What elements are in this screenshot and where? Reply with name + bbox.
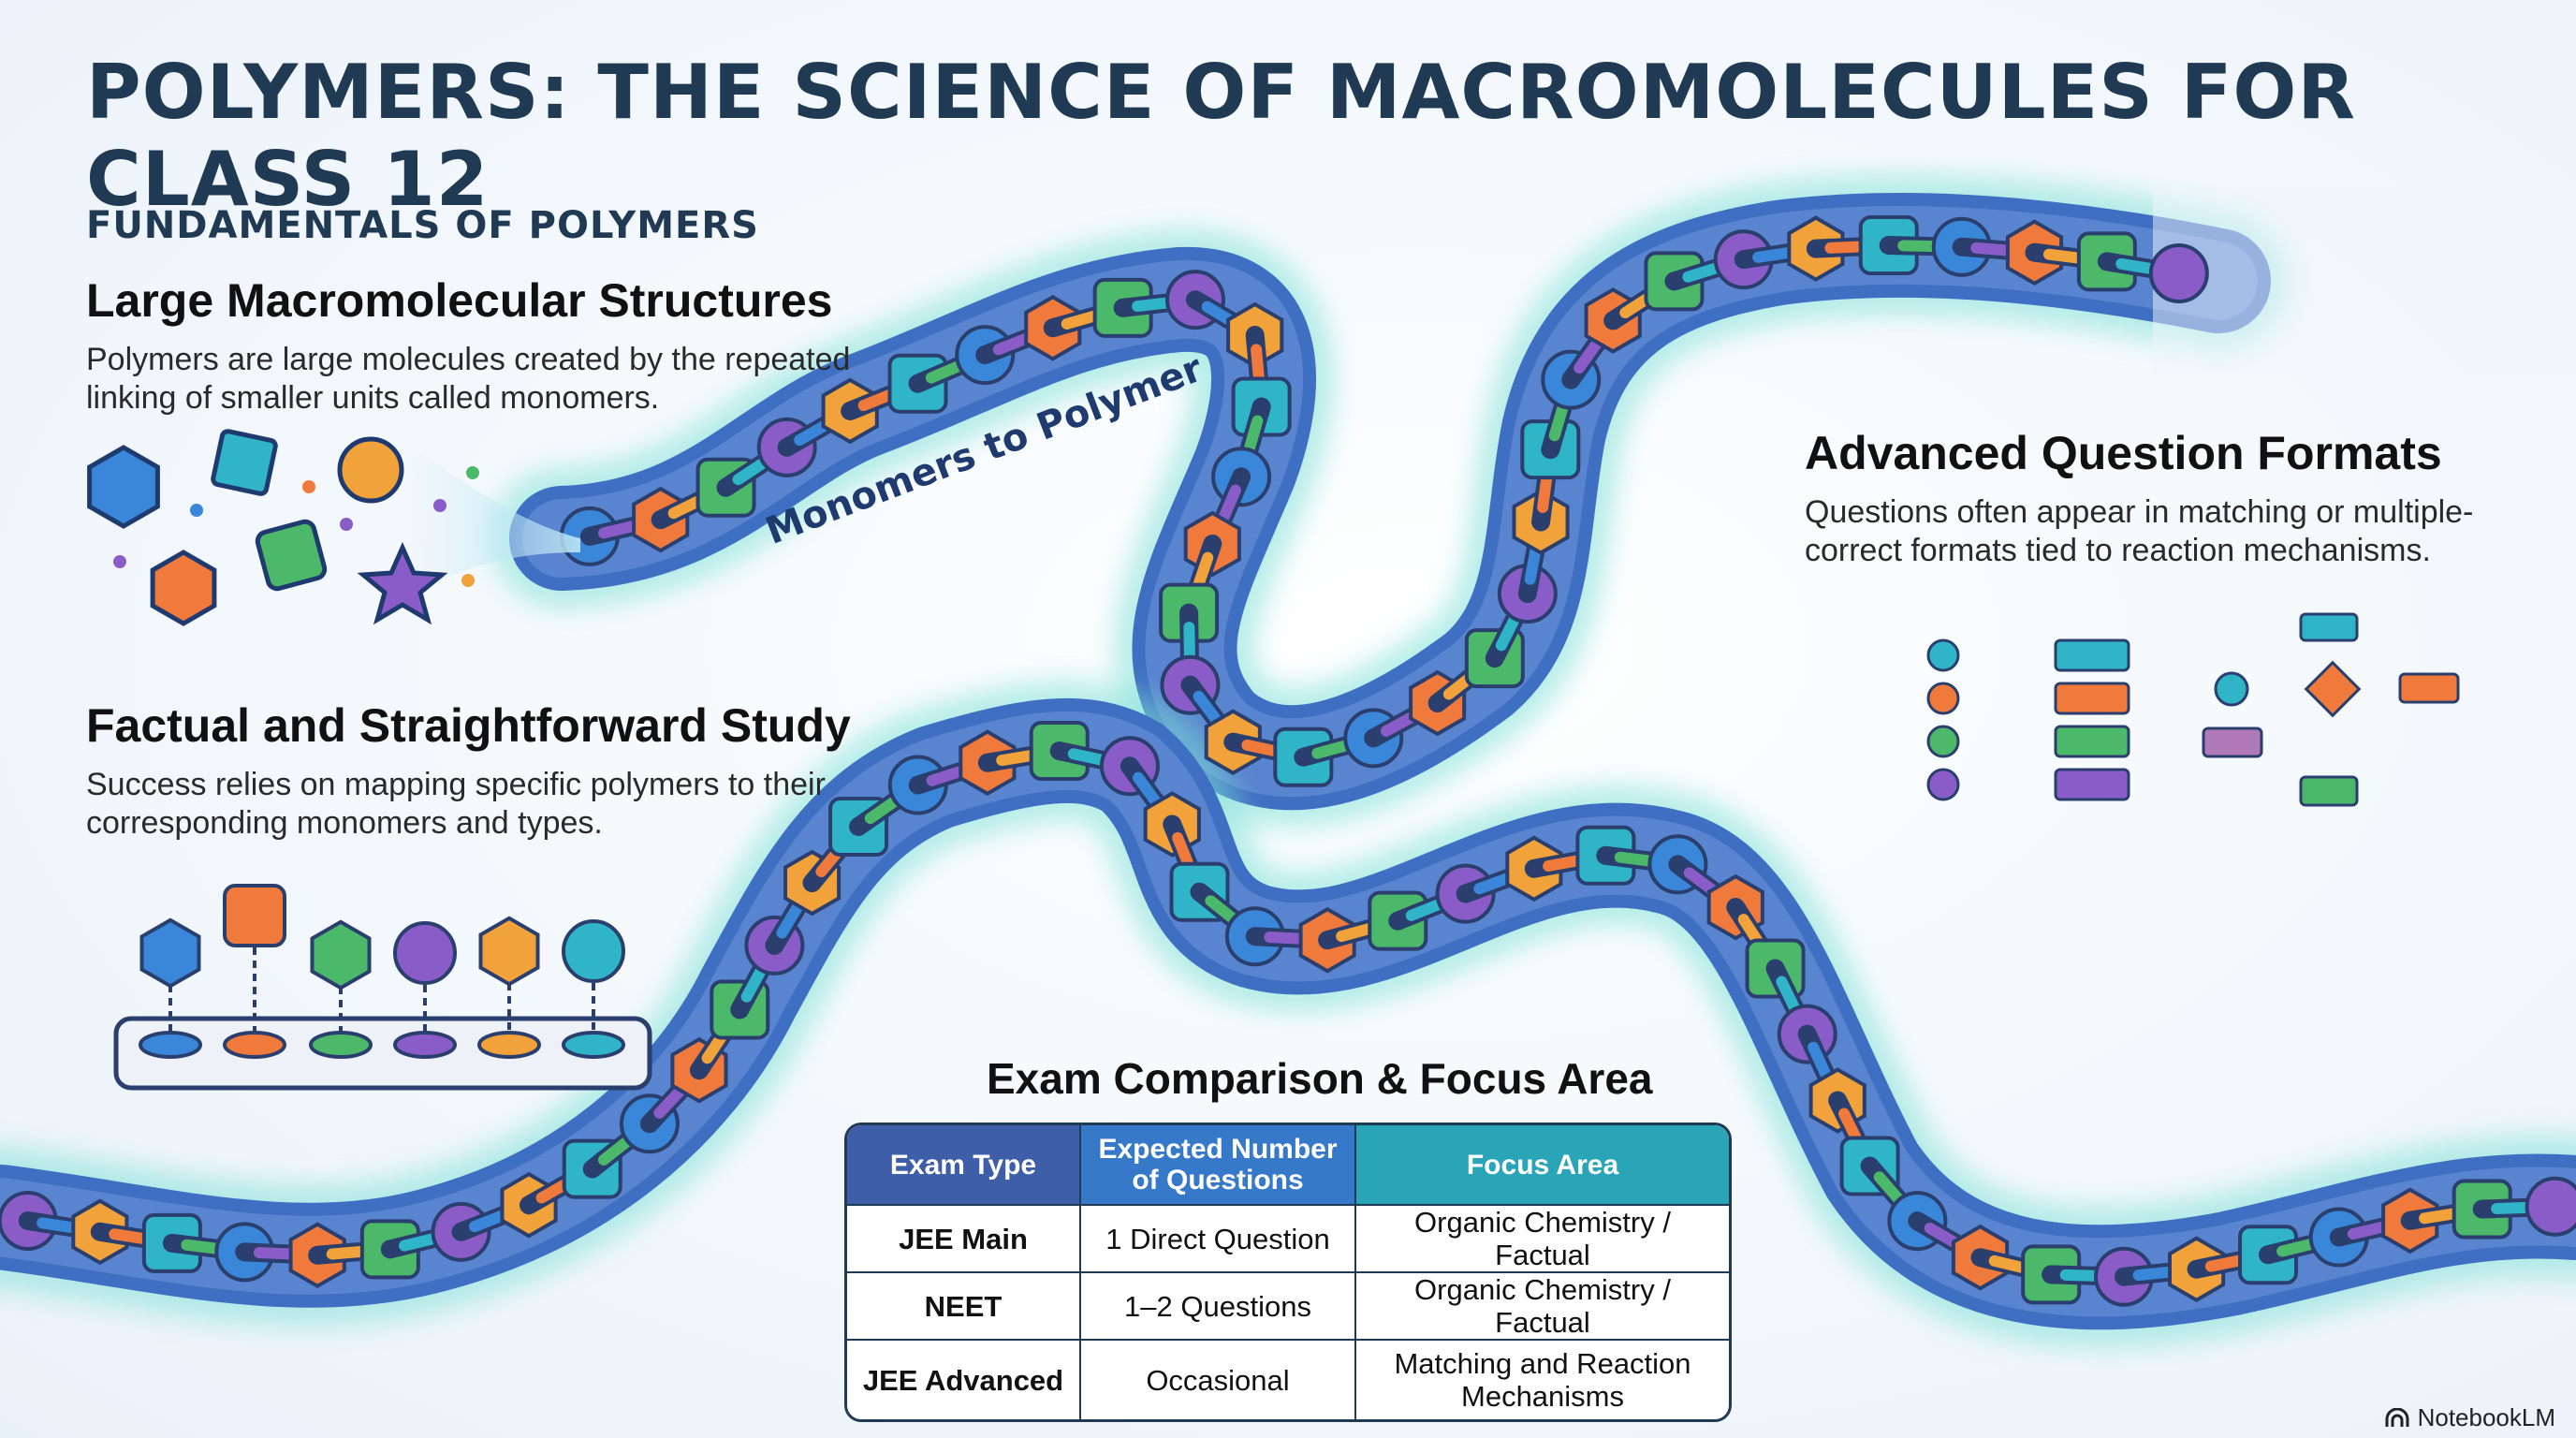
node-box-icon bbox=[2299, 775, 2359, 807]
large-structures-block: Large Macromolecular Structures Polymers… bbox=[86, 273, 854, 418]
particle-dot bbox=[113, 555, 126, 568]
ribbon-fade bbox=[2153, 187, 2576, 374]
header-exam-type: Exam Type bbox=[847, 1125, 1079, 1204]
factual-study-heading: Factual and Straightforward Study bbox=[86, 699, 851, 752]
large-structures-heading: Large Macromolecular Structures bbox=[86, 274, 833, 327]
option-bar-icon bbox=[2054, 725, 2130, 758]
circle-icon bbox=[562, 919, 625, 983]
socket-slot bbox=[223, 1031, 286, 1059]
table-header-row: Exam Type Expected Number of Questions F… bbox=[847, 1125, 1729, 1204]
table-row: NEET 1–2 Questions Organic Chemistry / F… bbox=[847, 1271, 1729, 1339]
brand-mark: NotebookLM bbox=[2384, 1403, 2555, 1432]
cell-questions: 1–2 Questions bbox=[1079, 1271, 1354, 1339]
hexagon-icon bbox=[150, 550, 217, 626]
diamond-icon bbox=[2304, 660, 2362, 718]
option-dot-icon bbox=[1926, 768, 1960, 801]
option-bar-icon bbox=[2054, 638, 2130, 672]
table-row: JEE Advanced Occasional Matching and Rea… bbox=[847, 1339, 1729, 1419]
option-dot-icon bbox=[1926, 638, 1960, 672]
socket-slot bbox=[393, 1031, 457, 1059]
header-focus-area: Focus Area bbox=[1354, 1125, 1729, 1204]
hexagon-icon bbox=[310, 919, 372, 990]
particle-dot bbox=[461, 574, 475, 587]
cell-focus: Organic Chemistry / Factual bbox=[1354, 1204, 1729, 1271]
circle-icon bbox=[337, 436, 404, 504]
advanced-formats-heading: Advanced Question Formats bbox=[1805, 427, 2442, 479]
cube-icon bbox=[223, 884, 286, 947]
table-row: JEE Main 1 Direct Question Organic Chemi… bbox=[847, 1204, 1729, 1271]
cell-exam: JEE Main bbox=[847, 1204, 1079, 1271]
brand-label: NotebookLM bbox=[2417, 1403, 2555, 1431]
hexagon-icon bbox=[87, 445, 160, 529]
socket-slot bbox=[477, 1031, 541, 1059]
node-box-icon bbox=[2202, 726, 2263, 758]
socket-slot bbox=[309, 1031, 373, 1059]
option-bar-icon bbox=[2054, 768, 2130, 801]
node-circle-icon bbox=[2214, 671, 2249, 707]
hexagon-icon bbox=[139, 917, 201, 989]
socket-slot bbox=[139, 1031, 202, 1059]
cube-icon bbox=[255, 519, 328, 592]
option-dot-icon bbox=[1926, 725, 1960, 758]
circle-icon bbox=[393, 921, 457, 985]
cell-questions: Occasional bbox=[1079, 1339, 1354, 1419]
particle-dot bbox=[302, 480, 315, 493]
large-structures-body: Polymers are large molecules created by … bbox=[86, 342, 851, 416]
hexagon-icon bbox=[478, 916, 540, 987]
cube-icon bbox=[211, 429, 278, 496]
node-box-icon bbox=[2299, 612, 2359, 642]
circle-icon bbox=[2148, 242, 2209, 303]
notebooklm-logo-icon bbox=[2385, 1407, 2409, 1427]
cell-exam: NEET bbox=[847, 1271, 1079, 1339]
particle-dot bbox=[190, 504, 203, 517]
monomer-stream bbox=[402, 440, 580, 599]
page-title: POLYMERS: THE SCIENCE OF MACROMOLECULES … bbox=[86, 49, 2356, 223]
table-title: Exam Comparison & Focus Area bbox=[987, 1054, 1653, 1103]
advanced-formats-block: Advanced Question Formats Questions ofte… bbox=[1805, 426, 2516, 570]
particle-dot bbox=[340, 518, 353, 531]
socket-slot bbox=[562, 1031, 625, 1059]
factual-study-block: Factual and Straightforward Study Succes… bbox=[86, 698, 854, 843]
option-dot-icon bbox=[1926, 682, 1960, 715]
option-bar-icon bbox=[2054, 682, 2130, 715]
factual-study-body: Success relies on mapping specific polym… bbox=[86, 767, 826, 841]
particle-dot bbox=[433, 499, 446, 512]
header-expected-questions: Expected Number of Questions bbox=[1079, 1125, 1354, 1204]
particle-dot bbox=[466, 466, 479, 479]
node-box-icon bbox=[2398, 672, 2460, 704]
advanced-formats-body: Questions often appear in matching or mu… bbox=[1805, 494, 2474, 568]
circle-icon bbox=[2525, 1176, 2576, 1237]
cell-focus: Organic Chemistry / Factual bbox=[1354, 1271, 1729, 1339]
exam-comparison-table: Exam Type Expected Number of Questions F… bbox=[844, 1123, 1732, 1422]
cell-focus: Matching and Reaction Mechanisms bbox=[1354, 1339, 1729, 1419]
cell-questions: 1 Direct Question bbox=[1079, 1204, 1354, 1271]
star-icon bbox=[357, 541, 448, 625]
section-label: FUNDAMENTALS OF POLYMERS bbox=[86, 204, 759, 247]
cell-exam: JEE Advanced bbox=[847, 1339, 1079, 1419]
